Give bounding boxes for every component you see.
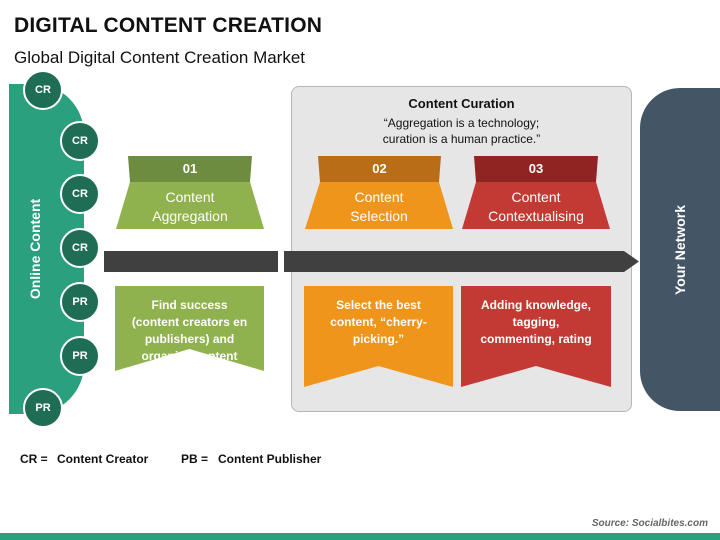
step-02-desc-shape: [304, 286, 453, 387]
step-01-title-line-1: Content: [165, 189, 215, 205]
step-01-desc-line: publishers) and: [144, 332, 235, 346]
legend-cr-value: Content Creator: [57, 452, 149, 466]
step-02-desc-line: content, “cherry-: [330, 315, 427, 329]
step-01-body: [116, 182, 264, 229]
circle-badge: PR: [60, 336, 100, 376]
circle-badge: CR: [60, 174, 100, 214]
step-03-title-line-1: Content: [511, 189, 561, 205]
step-03-title-line-2: Contextualising: [488, 208, 584, 224]
circle-badge: CR: [60, 121, 100, 161]
your-network-band: [640, 88, 720, 411]
circle-badge: CR: [23, 70, 63, 110]
step-03-desc-shape: [461, 286, 611, 387]
legend-cr-key: CR =: [20, 452, 48, 466]
flow-arrow-head: [284, 251, 639, 272]
step-02-desc-line: Select the best: [336, 298, 421, 312]
circle-badge: PR: [60, 282, 100, 322]
curation-quote-line-1: “Aggregation is a technology;: [383, 116, 540, 130]
step-02-header: [318, 156, 441, 182]
step-02-number: 02: [372, 161, 387, 176]
circle-badge: CR: [60, 228, 100, 268]
curation-title: Content Curation: [408, 96, 515, 111]
legend-pb-value: Content Publisher: [218, 452, 322, 466]
step-01-desc-line: organize content: [141, 349, 238, 363]
page-title: DIGITAL CONTENT CREATION: [14, 14, 323, 37]
step-03-desc-line: tagging,: [512, 315, 560, 329]
step-03-desc-line: commenting, rating: [480, 332, 592, 346]
legend-pb-key: PB =: [181, 452, 209, 466]
step-03-header: [474, 156, 598, 182]
page-subtitle: Global Digital Content Creation Market: [14, 48, 306, 67]
step-01-number: 01: [182, 161, 198, 176]
source-note: Source: Socialbites.com: [591, 518, 708, 529]
step-03-number: 03: [528, 161, 544, 176]
circle-badge: PR: [23, 388, 63, 428]
step-03-desc-line: Adding knowledge,: [481, 298, 591, 312]
step-03-body: [462, 182, 610, 229]
step-01-desc-line: (content creators en: [131, 315, 248, 329]
step-01-header: [128, 156, 252, 182]
bottom-accent-bar: [0, 533, 720, 540]
step-02-title-line-2: Selection: [350, 208, 408, 224]
step-02-desc-line: picking.”: [352, 332, 405, 346]
step-01-desc-line: Find success: [151, 298, 228, 312]
step-02-body: [305, 182, 453, 229]
step-01-desc-shape: [115, 286, 264, 371]
step-02-title-line-1: Content: [354, 189, 404, 205]
curation-quote-line-2: curation is a human practice.”: [382, 132, 541, 146]
flow-arrow-segment-1: [104, 251, 278, 272]
step-01-title-line-2: Aggregation: [152, 208, 228, 224]
